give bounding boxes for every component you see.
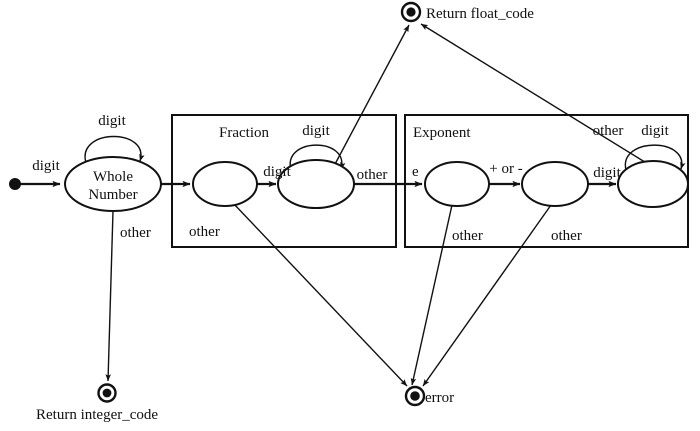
- final-label-return-float-code: Return float_code: [426, 6, 534, 22]
- state-label-whole-line2: Number: [88, 187, 137, 203]
- edge-label-other-fraction-1: other: [189, 224, 220, 240]
- edge-frac2-self-loop-digit: [289, 144, 346, 171]
- start-dot: [9, 178, 21, 190]
- group-title-fraction: Fraction: [219, 125, 269, 141]
- edge-label-digit-whole-loop: digit: [98, 113, 126, 129]
- final-node-error[interactable]: [404, 385, 426, 407]
- edge-label-plus-or-minus: + or -: [489, 161, 522, 177]
- final-label-return-integer-code: Return integer_code: [36, 407, 158, 423]
- state-whole-number[interactable]: [64, 156, 162, 212]
- edge-exp1-error: [410, 204, 453, 386]
- edge-label-other-exponent-2: other: [551, 228, 582, 244]
- final-label-error: error: [425, 390, 454, 406]
- state-label-whole-line1: Whole: [93, 169, 133, 185]
- state-exponent-1[interactable]: [424, 161, 490, 207]
- edge-exp3-self-loop-digit: [624, 144, 686, 171]
- state-fraction-2[interactable]: [277, 159, 355, 209]
- state-exponent-2[interactable]: [521, 161, 589, 207]
- edge-label-digit-exponent-loop: digit: [641, 123, 669, 139]
- edge-label-digit-fraction-loop: digit: [302, 123, 330, 139]
- edge-label-digit-fraction: digit: [263, 164, 291, 180]
- edge-frac1-error: [232, 202, 408, 387]
- edge-label-other-fraction-2: other: [357, 167, 388, 183]
- edge-frac2-float-code: [333, 24, 410, 167]
- edge-exp3-float-code: [420, 23, 649, 165]
- state-fraction-1[interactable]: [192, 161, 258, 207]
- edge-label-digit-exponent: digit: [593, 165, 621, 181]
- edge-whole-self-loop-digit: [84, 135, 145, 164]
- edge-label-other-exponent-1: other: [452, 228, 483, 244]
- final-node-integer-code[interactable]: [97, 383, 117, 403]
- group-title-exponent: Exponent: [413, 125, 471, 141]
- edge-whole-integer-code: [105, 210, 114, 382]
- edge-label-e: e: [412, 164, 419, 180]
- edge-label-other-exponent-3: other: [593, 123, 624, 139]
- edge-label-digit-start: digit: [32, 158, 60, 174]
- edge-label-other-whole: other: [120, 225, 151, 241]
- group-box-fraction: [171, 114, 397, 248]
- final-node-float-code[interactable]: [400, 1, 422, 23]
- edge-exp2-error: [422, 204, 552, 387]
- state-exponent-3[interactable]: [617, 160, 689, 208]
